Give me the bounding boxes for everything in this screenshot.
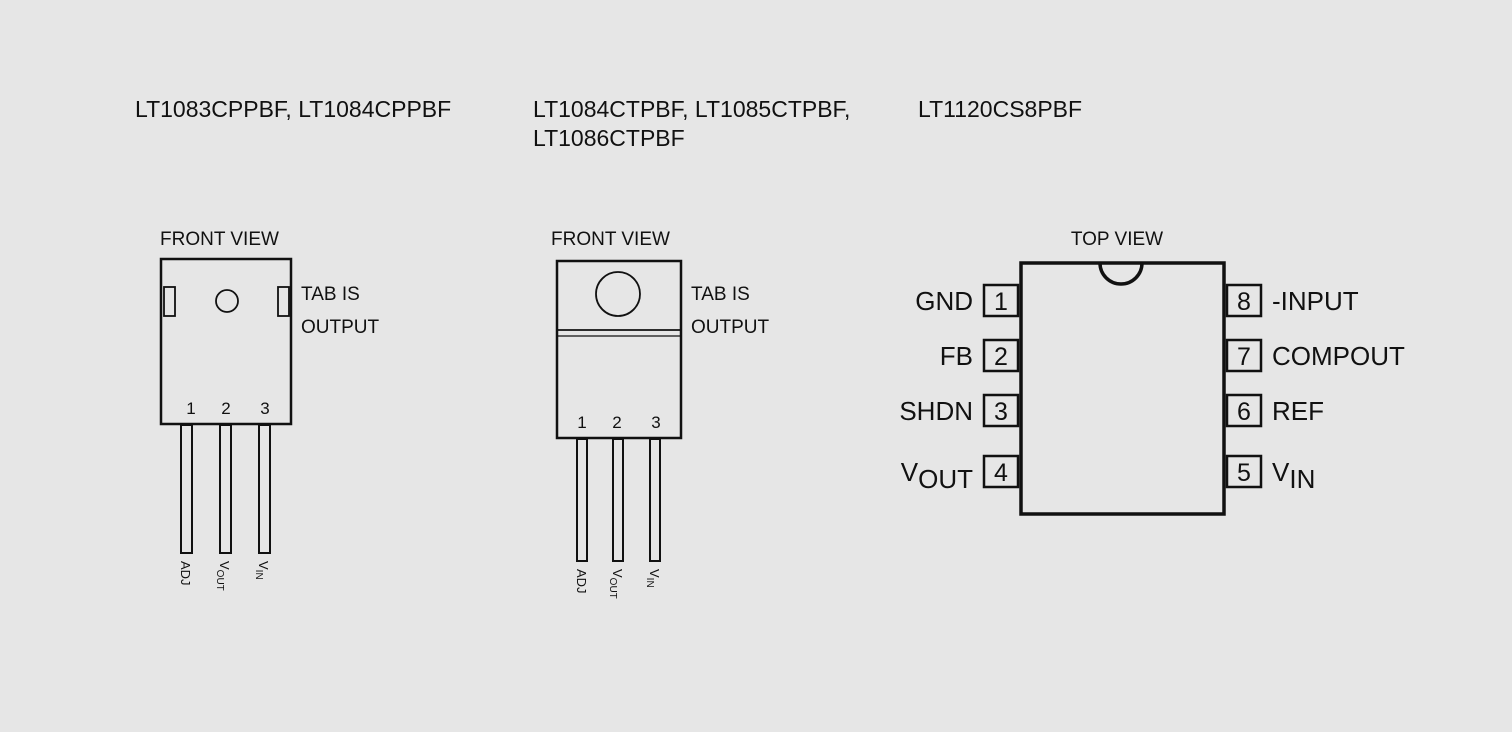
pkg3-pin-box-3 [982,393,1020,428]
pkg2-pin-number-3: 3 [651,413,660,432]
header-part-list-1: LT1083CPPBF, LT1084CPPBF [135,96,451,122]
pkg1-lead-label-vin: VIN [253,561,271,580]
package-1: FRONT VIEW TAB IS OUTPUT 1 2 3 ADJ VOUT … [159,229,380,591]
pkg2-lead-label-vout: VOUT [607,569,625,599]
pkg3-pin-label-vin: VIN [1272,457,1315,494]
pkg3-pin-number-7: 7 [1237,343,1251,371]
pkg3-pin-number-4: 4 [994,459,1008,487]
pkg3-pin-number-2: 2 [994,343,1008,371]
pkg1-lead-label-adj: ADJ [178,561,193,586]
pkg3-pin-box-2 [982,338,1020,373]
pkg3-pin-number-3: 3 [994,398,1008,426]
pkg3-pin-label-input: -INPUT [1272,286,1359,316]
pkg2-lead-2 [612,438,624,562]
pkg1-lead-2 [219,424,232,554]
pkg3-pin-box-6 [1225,393,1263,428]
pkg3-body [1019,261,1226,516]
pkg3-pin-box-1 [982,283,1020,318]
pkg1-pin-number-3: 3 [260,399,269,418]
pkg2-lead-1 [576,438,588,562]
pkg3-pin-number-5: 5 [1237,459,1251,487]
pkg3-orientation-notch [1098,262,1144,286]
pkg3-pin-label-shdn: SHDN [899,396,973,426]
pkg2-lead-3 [649,438,661,562]
pkg2-mounting-hole [595,271,641,317]
pkg3-pin-label-vout: VOUT [901,457,973,494]
header-part-list-3: LT1120CS8PBF [918,96,1082,122]
pkg3-pin-box-8 [1225,283,1263,318]
pkg3-pin-label-gnd: GND [915,286,973,316]
pkg1-tab-label-1: TAB IS [301,284,360,305]
pkg2-tab-label-1: TAB IS [691,284,750,305]
pkg2-tab-label-2: OUTPUT [691,317,770,338]
pkg2-lead-label-vin: VIN [644,569,662,588]
pkg3-view-label: TOP VIEW [1071,229,1163,250]
pkg3-pin-box-4 [982,454,1020,489]
pkg3-pin-box-7 [1225,338,1263,373]
pkg1-lead-label-vout: VOUT [214,561,232,591]
pkg2-body [555,259,683,440]
pkg3-pin-number-6: 6 [1237,398,1251,426]
pkg2-view-label: FRONT VIEW [551,229,670,250]
pkg3-pin-label-compout: COMPOUT [1272,341,1405,371]
header-part-list-2-line2: LT1086CTPBF [533,125,685,151]
pkg1-body [159,257,293,426]
pkg1-pin-number-1: 1 [186,399,195,418]
pkg1-left-notch [163,286,176,317]
pkg3-pin-label-ref: REF [1272,396,1324,426]
pkg2-pin-number-2: 2 [612,413,621,432]
pkg3-pin-number-8: 8 [1237,288,1251,316]
package-2: FRONT VIEW TAB IS OUTPUT 1 2 3 ADJ VOUT … [551,229,770,599]
package-3: TOP VIEW 1 GND 2 FB 3 SHDN 4 VOUT 8 -INP… [899,229,1405,516]
pkg1-view-label: FRONT VIEW [160,229,279,250]
pkg1-tab-label-2: OUTPUT [301,317,380,338]
pkg1-lead-3 [258,424,271,554]
pkg1-lead-1 [180,424,193,554]
pkg1-mounting-hole [215,289,239,313]
pkg2-pin-number-1: 1 [577,413,586,432]
pkg1-right-notch [277,286,290,317]
pkg1-pin-number-2: 2 [221,399,230,418]
pkg3-pin-box-5 [1225,454,1263,489]
pkg3-pin-label-fb: FB [940,341,973,371]
pkg3-pin-number-1: 1 [994,288,1008,316]
pkg2-lead-label-adj: ADJ [574,569,589,594]
header-part-list-2-line1: LT1084CTPBF, LT1085CTPBF, [533,96,850,122]
